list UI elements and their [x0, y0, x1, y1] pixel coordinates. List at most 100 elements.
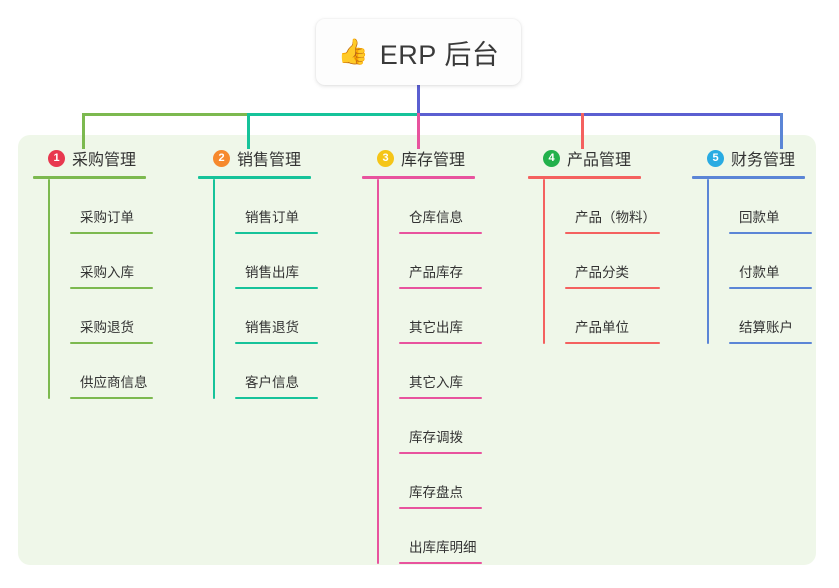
leaf-node[interactable]: 销售出库 [235, 234, 318, 289]
column-badge-1: 1 [48, 149, 65, 167]
leaf-label: 出库库明细 [409, 540, 477, 555]
teal-segment [247, 113, 417, 116]
leaf-rule [399, 342, 482, 344]
leaf-rule [70, 342, 153, 344]
column-header-4[interactable]: 4 产品管理 [528, 146, 641, 170]
leaf-node[interactable]: 销售订单 [235, 179, 318, 234]
column-title-4: 产品管理 [567, 152, 632, 169]
column-header-5[interactable]: 5 财务管理 [692, 146, 805, 170]
leaf-node[interactable]: 采购订单 [70, 179, 153, 234]
leaf-node[interactable]: 产品库存 [399, 234, 482, 289]
leaf-rule [565, 342, 660, 344]
leaf-label: 其它入库 [409, 375, 463, 390]
leaf-node[interactable]: 回款单 [729, 179, 812, 234]
thumbs-up-icon: 👍 [337, 37, 369, 66]
leaf-rule [235, 287, 318, 289]
leaf-label: 供应商信息 [80, 375, 148, 390]
leaf-label: 产品库存 [409, 265, 463, 280]
column-4: 4 产品管理产品（物料） 产品分类产品单位 [528, 146, 660, 344]
leaf-node[interactable]: 库存盘点 [399, 454, 482, 509]
leaf-label: 销售退货 [245, 320, 299, 335]
column-badge-5: 5 [707, 149, 724, 167]
column-title-3: 库存管理 [401, 152, 466, 169]
leaf-rule [729, 232, 812, 234]
leaf-rule [399, 287, 482, 289]
stub-col-5 [780, 113, 783, 149]
column-title-2: 销售管理 [237, 152, 302, 169]
column-badge-4: 4 [543, 149, 560, 167]
leaf-label: 库存调拨 [409, 430, 463, 445]
column-spine-5 [707, 179, 709, 344]
column-rule-2 [198, 176, 311, 179]
leaf-node[interactable]: 客户信息 [235, 344, 318, 399]
leaf-label: 库存盘点 [409, 485, 463, 500]
column-rule-4 [528, 176, 641, 179]
leaf-node[interactable]: 供应商信息 [70, 344, 153, 399]
column-spine-3 [377, 179, 379, 564]
column-rule-5 [692, 176, 805, 179]
leaf-rule [565, 287, 660, 289]
leaf-node[interactable]: 产品分类 [565, 234, 660, 289]
leaf-rule [235, 232, 318, 234]
column-children-4: 产品（物料） 产品分类产品单位 [543, 179, 660, 344]
leaf-rule [235, 342, 318, 344]
leaf-label: 采购入库 [80, 265, 134, 280]
column-children-1: 采购订单采购入库采购退货供应商信息 [48, 179, 153, 399]
leaf-label: 回款单 [739, 210, 780, 225]
leaf-rule [70, 232, 153, 234]
leaf-label: 客户信息 [245, 375, 299, 390]
leaf-node[interactable]: 采购入库 [70, 234, 153, 289]
leaf-node[interactable]: 出库库明细 [399, 509, 482, 564]
leaf-label: 采购订单 [80, 210, 134, 225]
leaf-node[interactable]: 采购退货 [70, 289, 153, 344]
leaf-rule [399, 507, 482, 509]
leaf-node[interactable]: 仓库信息 [399, 179, 482, 234]
column-header-3[interactable]: 3 库存管理 [362, 146, 475, 170]
leaf-label: 销售订单 [245, 210, 299, 225]
leaf-label: 结算账户 [739, 320, 793, 335]
column-badge-3: 3 [377, 149, 394, 167]
leaf-node[interactable]: 产品单位 [565, 289, 660, 344]
leaf-node[interactable]: 销售退货 [235, 289, 318, 344]
root-node[interactable]: 👍 ERP 后台 [316, 19, 521, 85]
column-rule-1 [33, 176, 146, 179]
leaf-label: 仓库信息 [409, 210, 463, 225]
column-children-3: 仓库信息产品库存其它出库其它入库库存调拨库存盘点出库库明细 [377, 179, 482, 564]
leaf-node[interactable]: 其它入库 [399, 344, 482, 399]
leaf-node[interactable]: 其它出库 [399, 289, 482, 344]
leaf-node[interactable]: 库存调拨 [399, 399, 482, 454]
leaf-rule [399, 452, 482, 454]
leaf-label: 产品（物料） [575, 210, 656, 225]
leaf-label: 付款单 [739, 265, 780, 280]
stub-col-2 [247, 113, 250, 149]
leaf-rule [399, 232, 482, 234]
column-spine-2 [213, 179, 215, 399]
leaf-rule [399, 397, 482, 399]
green-segment [82, 113, 247, 116]
column-title-5: 财务管理 [731, 152, 796, 169]
leaf-rule [565, 232, 660, 234]
leaf-node[interactable]: 结算账户 [729, 289, 812, 344]
column-3: 3 库存管理仓库信息产品库存其它出库其它入库库存调拨库存盘点出库库明细 [362, 146, 482, 564]
leaf-rule [729, 342, 812, 344]
column-rule-3 [362, 176, 475, 179]
leaf-node[interactable]: 付款单 [729, 234, 812, 289]
leaf-node[interactable]: 产品（物料） [565, 179, 660, 234]
diagram-panel [18, 135, 816, 565]
column-children-5: 回款单付款单结算账户 [707, 179, 812, 344]
column-spine-1 [48, 179, 50, 399]
leaf-rule [70, 397, 153, 399]
leaf-label: 销售出库 [245, 265, 299, 280]
column-header-1[interactable]: 1 采购管理 [33, 146, 146, 170]
leaf-label: 采购退货 [80, 320, 134, 335]
blue-segment [417, 113, 781, 116]
leaf-label: 产品单位 [575, 320, 629, 335]
column-title-1: 采购管理 [72, 152, 137, 169]
leaf-rule [235, 397, 318, 399]
column-5: 5 财务管理回款单付款单结算账户 [692, 146, 812, 344]
column-children-2: 销售订单销售出库销售退货客户信息 [213, 179, 318, 399]
root-node-label: ERP 后台 [379, 39, 500, 70]
